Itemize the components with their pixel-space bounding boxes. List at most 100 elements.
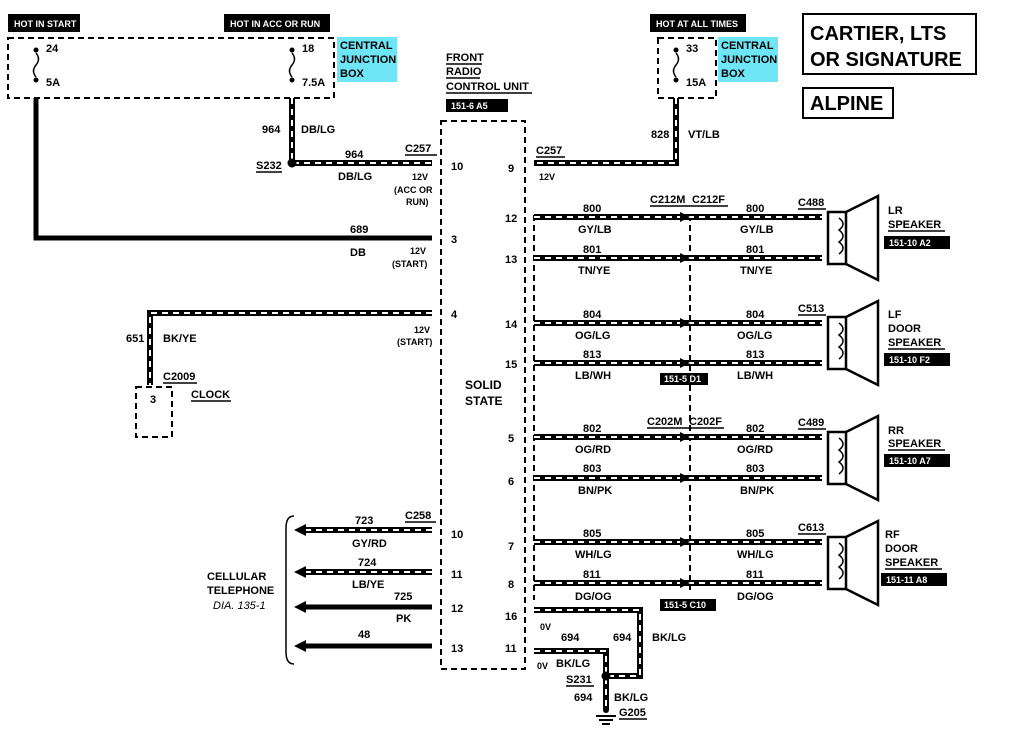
fuse-18-icon xyxy=(288,52,296,78)
wire-689-db xyxy=(33,98,432,241)
pin-right-11: 11 xyxy=(505,643,517,655)
wire-689-color: DB xyxy=(350,247,366,259)
wire-803-num-b: 803 xyxy=(746,463,764,475)
alpine-label: ALPINE xyxy=(810,93,883,115)
rr-speaker-label: SPEAKER xyxy=(888,438,941,450)
pin-left-13: 13 xyxy=(451,643,463,655)
ref-c10: 151-5 C10 xyxy=(664,600,706,610)
c513-label: C513 xyxy=(798,303,824,315)
wire-964-num-v: 964 xyxy=(262,124,281,136)
pin-right-13: 13 xyxy=(505,254,517,266)
pin-left-10b: 10 xyxy=(451,529,463,541)
wire-48-num: 48 xyxy=(358,629,370,641)
rr-speaker-coil-icon xyxy=(837,437,844,475)
lf-door-label: DOOR xyxy=(888,323,921,335)
wire-805-color-b: WH/LG xyxy=(737,549,774,561)
alpine-box: ALPINE xyxy=(802,87,894,119)
wire-811-num-b: 811 xyxy=(746,569,764,581)
lf-ref: 151-10 F2 xyxy=(889,355,930,365)
cjb-right-line-2: JUNCTION xyxy=(721,54,777,66)
fuse-33-icon xyxy=(672,52,680,78)
wire-689-start: (START) xyxy=(392,259,427,269)
c202f-label: C202F xyxy=(689,416,722,428)
radio-title-1: FRONT xyxy=(446,52,484,64)
hot-all-times-label: HOT AT ALL TIMES xyxy=(656,19,738,29)
clock-label: CLOCK xyxy=(191,389,230,401)
hot-in-start-tag: HOT IN START xyxy=(8,14,80,32)
wire-651-color: BK/YE xyxy=(163,333,197,345)
wire-813-num-b: 813 xyxy=(746,349,764,361)
c2009-label: C2009 xyxy=(163,371,195,383)
radio-unit-body xyxy=(440,120,526,670)
lr-ref: 151-10 A2 xyxy=(889,238,931,248)
c212f-label: C212F xyxy=(692,194,725,206)
splice-s232-label: S232 xyxy=(256,160,282,172)
wire-723-color: GY/RD xyxy=(352,538,387,550)
splice-s231 xyxy=(601,671,611,681)
lr-speaker: LR SPEAKER 151-10 A2 xyxy=(826,193,950,283)
pin-left-4: 4 xyxy=(451,309,458,321)
wire-694-num-a: 694 xyxy=(561,632,580,644)
c257-left: C257 xyxy=(405,143,431,155)
wire-804-color-a: OG/LG xyxy=(575,330,610,342)
variant-box: CARTIER, LTS OR SIGNATURE xyxy=(802,13,977,75)
ground-0v-b: 0V xyxy=(537,661,548,671)
fuse-33-number: 33 xyxy=(686,43,698,55)
wire-802-color-a: OG/RD xyxy=(575,444,611,456)
wire-723-num: 723 xyxy=(355,515,373,527)
hot-acc-run-tag: HOT IN ACC OR RUN xyxy=(224,14,330,32)
wire-802-color-b: OG/RD xyxy=(737,444,773,456)
cellular-label-2: TELEPHONE xyxy=(207,585,274,597)
ground-g205-label: G205 xyxy=(619,707,646,719)
wire-813-color-a: LB/WH xyxy=(575,370,611,382)
variant-line-2: OR SIGNATURE xyxy=(810,49,962,71)
solid-state-1: SOLID xyxy=(465,378,502,392)
wire-828-num: 828 xyxy=(651,129,669,141)
wire-800-num-a: 800 xyxy=(583,203,601,215)
wire-811-num-a: 811 xyxy=(583,569,601,581)
wire-651-num: 651 xyxy=(126,333,144,345)
lf-speaker-label: SPEAKER xyxy=(888,337,941,349)
wire-801-color-a: TN/YE xyxy=(578,265,610,277)
cjb-left-line-1: CENTRAL xyxy=(340,40,393,52)
lf-label: LF xyxy=(888,309,902,321)
lf-speaker: LF DOOR SPEAKER 151-10 F2 xyxy=(826,298,950,388)
splice-s232 xyxy=(287,158,297,168)
wire-811-color-a: DG/OG xyxy=(575,591,612,603)
wire-725-num: 725 xyxy=(394,591,412,603)
wire-651-start: (START) xyxy=(397,337,432,347)
pin-right-7: 7 xyxy=(508,541,514,553)
wire-804-num-a: 804 xyxy=(583,309,602,321)
rf-speaker: RF DOOR SPEAKER 151-11 A8 xyxy=(826,518,947,608)
wire-964-voltage: 12V xyxy=(412,172,428,182)
fuse-24-amp: 5A xyxy=(46,77,60,89)
wire-804-color-b: OG/LG xyxy=(737,330,772,342)
wire-724-num: 724 xyxy=(358,557,377,569)
wire-828-color: VT/LB xyxy=(688,129,720,141)
cellular-label-3: DIA. 135-1 xyxy=(213,600,266,612)
wire-800-color-b: GY/LB xyxy=(740,224,774,236)
cjb-right-line-1: CENTRAL xyxy=(721,40,774,52)
wire-689-voltage: 12V xyxy=(410,246,426,256)
wire-801-num-a: 801 xyxy=(583,244,601,256)
wire-802-num-a: 802 xyxy=(583,423,601,435)
wire-803-color-a: BN/PK xyxy=(578,485,612,497)
wire-964-run: RUN) xyxy=(406,197,429,207)
pin-right-5: 5 xyxy=(508,433,514,445)
wire-803-num-a: 803 xyxy=(583,463,601,475)
wire-805-num-b: 805 xyxy=(746,528,764,540)
ground-icon xyxy=(596,707,616,725)
wire-725-arrow-icon xyxy=(294,601,306,613)
wire-805-num-a: 805 xyxy=(583,528,601,540)
wire-964-color-h: DB/LG xyxy=(338,171,372,183)
speaker-wires: C212M C212F C488 800 800 GY/LB GY/LB 801… xyxy=(533,194,826,611)
wire-802-num-b: 802 xyxy=(746,423,764,435)
wire-723-arrow-icon xyxy=(294,524,306,536)
cellular-bracket xyxy=(285,515,295,665)
wire-694-color-b: BK/LG xyxy=(556,658,590,670)
wire-694-num-b: 694 xyxy=(613,632,632,644)
lr-label: LR xyxy=(888,205,903,217)
c488-label: C488 xyxy=(798,197,824,209)
fuse-33-amp: 15A xyxy=(686,77,706,89)
